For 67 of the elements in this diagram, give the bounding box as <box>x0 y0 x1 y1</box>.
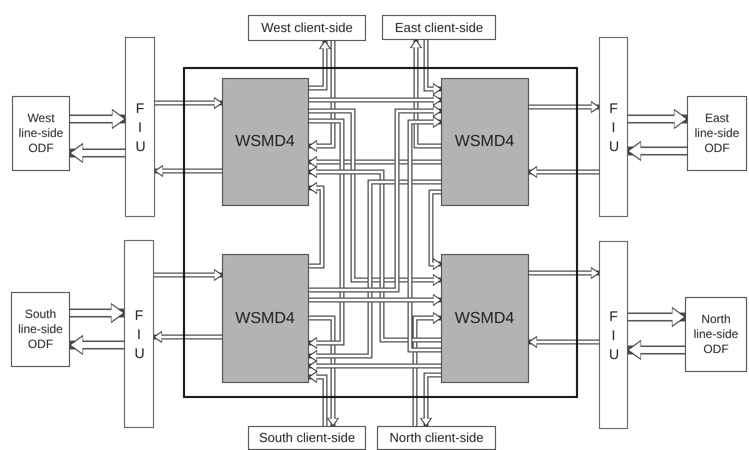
double-line-arrow <box>308 118 344 349</box>
module-box <box>440 254 528 382</box>
fiu-box <box>124 240 154 428</box>
double-line-arrow <box>70 143 125 163</box>
client-box <box>382 15 496 40</box>
module-box <box>222 254 308 382</box>
fiu-box <box>125 37 155 217</box>
double-line-arrow <box>70 335 124 355</box>
double-line-arrow <box>70 109 126 129</box>
node-label: North client-side <box>390 430 484 446</box>
node-label: South line-side ODF <box>17 307 64 352</box>
double-line-arrow <box>309 94 442 106</box>
node-label: F I U <box>134 306 144 362</box>
module-box <box>440 78 528 206</box>
node-label: WSMD4 <box>235 132 295 151</box>
odf-box <box>12 96 70 171</box>
double-line-arrow <box>529 101 600 113</box>
chassis-frame <box>183 67 578 398</box>
double-line-arrow <box>410 40 441 148</box>
client-box <box>377 426 496 450</box>
node-label: East line-side ODF <box>694 111 740 156</box>
double-line-arrow <box>154 165 222 177</box>
node-label: WSMD4 <box>235 308 295 328</box>
node-label: West client-side <box>261 20 353 36</box>
double-line-arrow <box>628 141 687 161</box>
double-line-arrow <box>424 40 442 95</box>
double-line-arrow <box>528 166 599 178</box>
module-box <box>222 78 308 206</box>
double-line-arrow <box>420 372 441 426</box>
node-label: F I U <box>136 98 144 156</box>
double-line-arrow <box>628 340 685 360</box>
double-line-arrow <box>308 41 336 152</box>
double-line-arrow <box>308 180 441 362</box>
double-line-arrow <box>154 269 222 281</box>
odf-box <box>11 292 70 367</box>
node-label: WSMD4 <box>454 132 514 151</box>
double-line-arrow <box>308 182 324 268</box>
double-line-arrow <box>408 116 442 352</box>
double-line-arrow <box>308 166 441 342</box>
client-box <box>248 426 366 450</box>
double-line-arrow <box>529 267 600 279</box>
double-line-arrow <box>528 336 599 348</box>
double-line-arrow <box>70 303 124 323</box>
double-line-arrow <box>628 307 686 327</box>
node-label: F I U <box>609 98 618 156</box>
node-label: West line-side ODF <box>18 111 64 156</box>
odf-box <box>685 297 747 372</box>
node-label: South client-side <box>258 430 356 446</box>
double-line-arrow <box>308 360 441 372</box>
double-line-arrow <box>154 331 222 343</box>
node-label: WSMD4 <box>454 308 514 328</box>
odf-box <box>687 96 747 171</box>
double-line-arrow <box>309 294 442 306</box>
double-line-arrow <box>308 156 441 168</box>
double-line-arrow <box>308 371 328 426</box>
double-line-arrow <box>309 40 331 90</box>
double-line-arrow <box>412 312 442 426</box>
double-line-arrow <box>428 190 442 270</box>
fiu-box <box>599 241 628 429</box>
node-label: East client-side <box>394 20 484 36</box>
double-line-arrow <box>309 316 339 426</box>
node-label: North line-side ODF <box>692 312 740 357</box>
double-line-arrow <box>155 97 222 109</box>
double-line-arrow <box>628 109 688 129</box>
fiu-box <box>599 37 628 217</box>
client-box <box>248 15 366 41</box>
node-label: F I U <box>609 306 618 364</box>
